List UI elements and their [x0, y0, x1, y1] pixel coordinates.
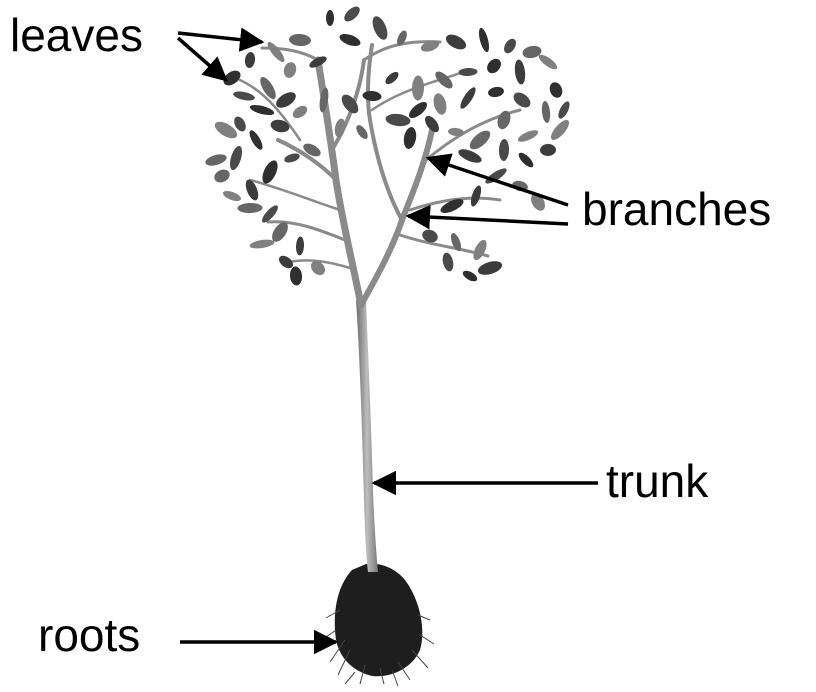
leaf: [540, 144, 556, 157]
leaf: [556, 100, 572, 121]
leaf: [354, 123, 370, 141]
leaf: [383, 70, 400, 87]
leaf: [516, 150, 535, 169]
leaf: [232, 90, 255, 102]
leaf: [247, 128, 265, 151]
leaf: [548, 117, 572, 142]
leaf: [514, 59, 527, 85]
leaf: [541, 101, 551, 124]
leaf: [338, 32, 362, 49]
arrow-branches-1: [428, 158, 568, 205]
leaf: [289, 266, 303, 286]
trunk-label: trunk: [606, 458, 708, 504]
leaf: [212, 167, 232, 185]
leaf: [326, 10, 334, 26]
leaf: [282, 61, 298, 80]
leaves-label: leaves: [10, 12, 143, 58]
leaf: [471, 238, 490, 262]
leaf: [469, 184, 483, 207]
leaf: [257, 75, 278, 102]
leaf: [441, 252, 455, 273]
leaf: [548, 80, 565, 99]
leaf: [237, 203, 262, 213]
leaf: [476, 259, 503, 278]
leaf: [249, 238, 275, 250]
leaf: [222, 189, 243, 203]
leaf: [333, 118, 346, 139]
leaf: [204, 152, 228, 168]
leaf: [484, 56, 503, 76]
branches-label: branches: [582, 186, 771, 232]
leaf: [461, 269, 479, 284]
leaf: [265, 40, 287, 64]
leaf: [291, 103, 310, 120]
leaf: [511, 89, 533, 110]
leaf: [458, 85, 478, 110]
leaf: [502, 37, 519, 56]
trunk-stem: [356, 300, 378, 572]
arrow-leaves-2: [178, 38, 226, 80]
leaf: [259, 158, 280, 186]
leaf: [362, 90, 382, 102]
leaf: [289, 33, 312, 47]
roots-mass: [322, 564, 434, 686]
leaf: [370, 14, 391, 42]
leaf: [283, 152, 301, 165]
leaf: [537, 52, 560, 71]
leaf: [385, 113, 411, 128]
leaf: [457, 147, 484, 166]
leaf: [273, 89, 298, 111]
leaf: [432, 92, 449, 116]
leaf: [228, 145, 245, 172]
arrow-leaves-1: [178, 33, 262, 42]
arrow-branches-2: [408, 216, 568, 224]
leaf: [296, 236, 305, 255]
leaf: [477, 27, 491, 53]
leaf: [249, 103, 275, 117]
roots-label: roots: [38, 612, 140, 658]
leaf: [458, 68, 477, 77]
leaf: [443, 32, 468, 53]
leaf: [412, 75, 424, 100]
leaf: [342, 4, 363, 24]
leaf: [487, 86, 504, 99]
leaf: [516, 128, 539, 144]
leaf: [402, 126, 418, 150]
leaf: [499, 139, 510, 161]
leaf: [244, 51, 256, 68]
